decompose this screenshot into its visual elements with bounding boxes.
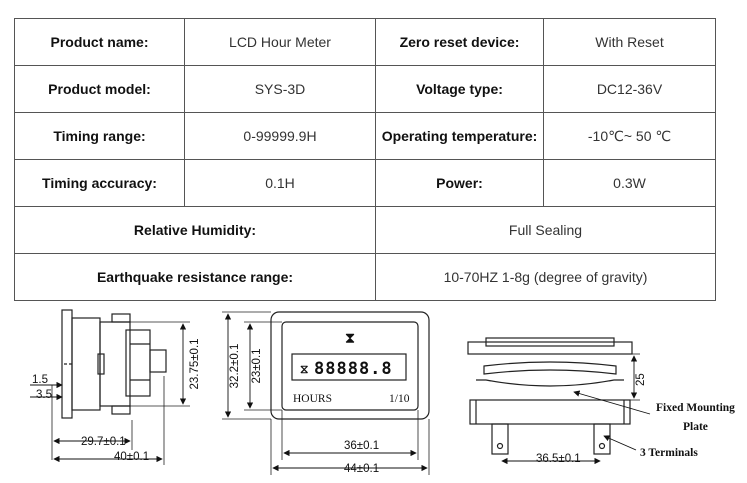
outer-bezel <box>270 311 430 420</box>
product-name-label: Product name: <box>14 18 185 66</box>
table-row: Timing range: 0-99999.9H Operating tempe… <box>14 112 716 160</box>
earthquake-resistance-label: Earthquake resistance range: <box>14 253 376 301</box>
product-model-label: Product model: <box>14 65 185 113</box>
dim-1-5-label: 1.5 <box>32 374 48 386</box>
terminal-left <box>491 423 509 455</box>
hours-label: HOURS <box>293 393 332 405</box>
hourglass-segment-icon: ⧖ <box>300 362 308 376</box>
dim-outer-height-label: 32.2±0.1 <box>229 344 241 389</box>
rear-view-drawing <box>467 337 640 455</box>
dim-40-label: 40±0.1 <box>114 451 149 463</box>
power-value: 0.3W <box>543 159 716 207</box>
front-view-dimensions <box>224 313 428 472</box>
terminal-right <box>593 423 611 455</box>
voltage-type-label: Voltage type: <box>375 65 544 113</box>
timing-accuracy-label: Timing accuracy: <box>14 159 185 207</box>
zero-reset-label: Zero reset device: <box>375 18 544 66</box>
spec-table: Product name: LCD Hour Meter Zero reset … <box>14 18 716 301</box>
voltage-type-value: DC12-36V <box>543 65 716 113</box>
lcd-digits: 88888.8 <box>314 359 393 379</box>
terminal <box>149 349 167 373</box>
lcd-window <box>291 353 407 381</box>
table-row: Earthquake resistance range: 10-70HZ 1-8… <box>14 253 716 301</box>
dim-rear-height-label: 25 <box>635 373 647 386</box>
product-model-value: SYS-3D <box>184 65 376 113</box>
dim-inner-width-label: 36±0.1 <box>344 440 379 452</box>
operating-temperature-label: Operating temperature: <box>375 112 544 160</box>
product-name-value: LCD Hour Meter <box>184 18 376 66</box>
table-row: Relative Humidity: Full Sealing <box>14 206 716 254</box>
table-row: Product model: SYS-3D Voltage type: DC12… <box>14 65 716 113</box>
dim-inner-height-label: 23±0.1 <box>251 348 263 383</box>
table-row: Product name: LCD Hour Meter Zero reset … <box>14 18 716 66</box>
earthquake-resistance-value: 10-70HZ 1-8g (degree of gravity) <box>375 253 716 301</box>
inner-panel <box>281 321 419 411</box>
side-view-dimensions <box>30 323 187 463</box>
dim-rear-width-label: 36.5±0.1 <box>536 453 581 465</box>
rear-view-dimensions <box>501 355 651 465</box>
terminals-note: 3 Terminals <box>640 447 698 459</box>
body-front <box>71 317 101 411</box>
timing-range-label: Timing range: <box>14 112 185 160</box>
fixed-mounting-plate-note: Fixed Mounting <box>656 402 735 414</box>
dim-29-7-label: 29.7±0.1 <box>81 436 126 448</box>
dim-height-label: 23.75±0.1 <box>189 338 201 389</box>
fixed-mounting-plate <box>483 361 617 375</box>
rear-bezel <box>467 341 633 355</box>
technical-drawings: 23.75±0.1 1.5 3.5 29.7±0.1 40±0.1 32.2±0… <box>30 309 735 475</box>
table-row: Timing accuracy: 0.1H Power: 0.3W <box>14 159 716 207</box>
timing-accuracy-value: 0.1H <box>184 159 376 207</box>
rear-housing <box>469 399 631 425</box>
ratio-label: 1/10 <box>389 393 410 405</box>
power-label: Power: <box>375 159 544 207</box>
timing-range-value: 0-99999.9H <box>184 112 376 160</box>
operating-temperature-value: -10℃~ 50 ℃ <box>543 112 716 160</box>
relative-humidity-value: Full Sealing <box>375 206 716 254</box>
relative-humidity-label: Relative Humidity: <box>14 206 376 254</box>
dim-outer-width-label: 44±0.1 <box>344 463 379 475</box>
hourglass-icon: ⧗ <box>345 329 356 347</box>
zero-reset-value: With Reset <box>543 18 716 66</box>
dim-3-5-label: 3.5 <box>36 389 52 401</box>
side-view-drawing <box>51 309 190 465</box>
plate-note: Plate <box>683 421 708 433</box>
front-view-drawing <box>222 311 430 475</box>
